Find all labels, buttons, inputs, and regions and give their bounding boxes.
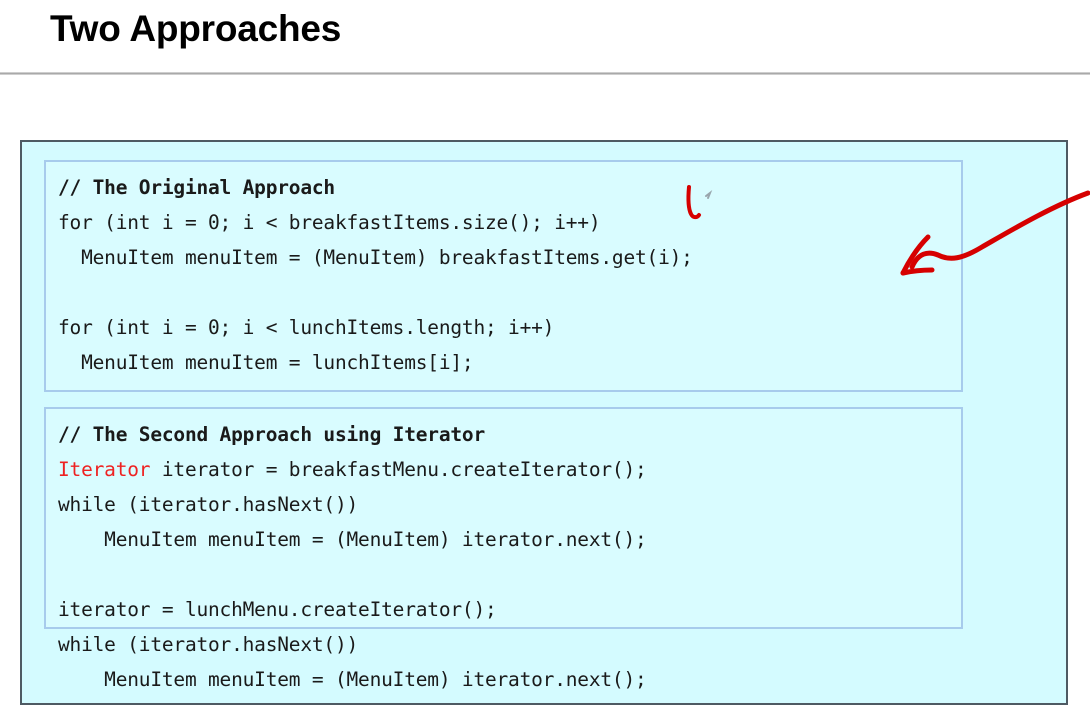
code-line: for (int i = 0; i < breakfastItems.size(… xyxy=(58,211,601,234)
keyword-iterator: Iterator xyxy=(58,458,151,481)
code-block-original-approach: // The Original Approach for (int i = 0;… xyxy=(44,160,963,392)
code-line: while (iterator.hasNext()) xyxy=(58,633,359,656)
code-line: MenuItem menuItem = (MenuItem) iterator.… xyxy=(58,528,647,551)
code-block-iterator-approach: // The Second Approach using Iterator It… xyxy=(44,407,963,691)
code-line-blank xyxy=(58,275,951,310)
code-line: // The Original Approach xyxy=(58,176,335,199)
code-line: // The Second Approach using Iterator xyxy=(58,423,485,446)
title-divider xyxy=(0,72,1090,75)
code-line: MenuItem menuItem = (MenuItem) breakfast… xyxy=(58,246,693,269)
code-line: MenuItem menuItem = lunchItems[i]; xyxy=(58,351,474,374)
page-title: Two Approaches xyxy=(50,8,342,49)
code-line-remainder: iterator = breakfastMenu.createIterator(… xyxy=(150,458,647,481)
code-line: for (int i = 0; i < lunchItems.length; i… xyxy=(58,316,555,339)
code-line-blank xyxy=(58,557,951,592)
code-line: MenuItem menuItem = (MenuItem) iterator.… xyxy=(58,668,647,691)
code-line: iterator = lunchMenu.createIterator(); xyxy=(58,598,497,621)
code-line: while (iterator.hasNext()) xyxy=(58,493,359,516)
content-panel: // The Original Approach for (int i = 0;… xyxy=(20,140,1068,705)
code-line-with-keyword: Iterator iterator = breakfastMenu.create… xyxy=(58,452,951,487)
